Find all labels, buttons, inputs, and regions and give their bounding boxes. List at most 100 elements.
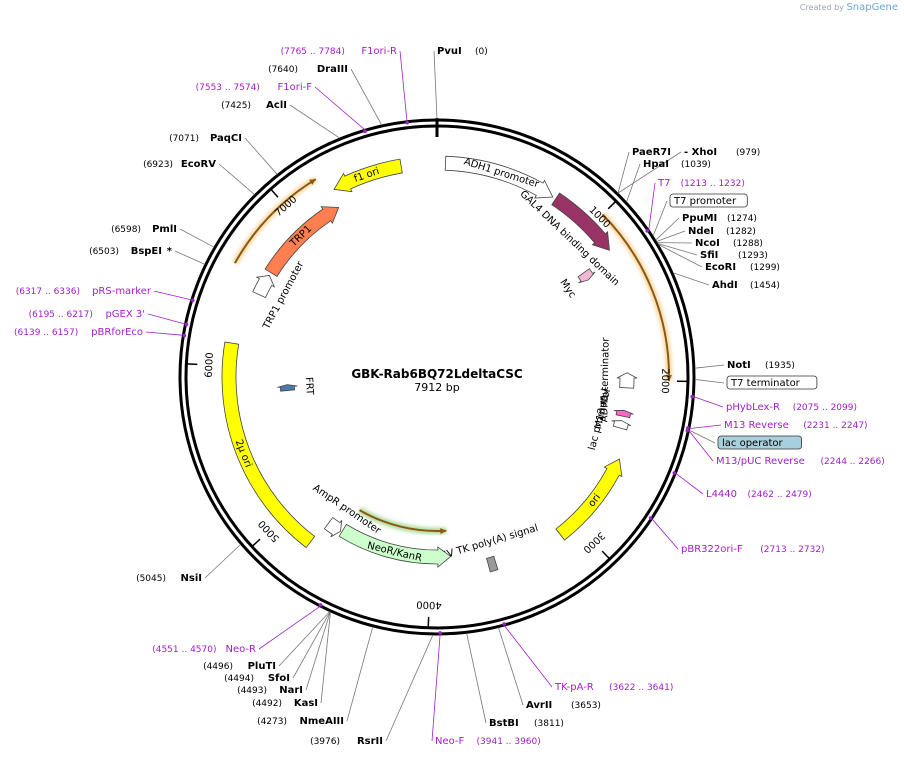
site-draiii[interactable]: DraIII (7640) [268, 64, 383, 126]
xhoi-name: - XhoI [684, 147, 717, 158]
site-xhoi[interactable]: - XhoI(979) [617, 147, 760, 194]
ahdi-name: AhdI [712, 280, 738, 291]
noti-name: NotI [727, 360, 751, 371]
sfii-name: SfiI [700, 250, 718, 261]
prs-marker-coord: (6317 .. 6336) [16, 287, 80, 297]
site-ecori[interactable]: EcoRI(1299) [658, 244, 780, 273]
site-phyblex-r[interactable]: pHybLex-R(2075 .. 2099) [690, 394, 857, 413]
ecorv-coord: (6923) [143, 160, 173, 170]
site-paer7i[interactable]: PaeR7I [617, 147, 671, 194]
acli-coord: (7425) [221, 101, 251, 111]
site-bspei[interactable]: *BspEI(6503) [89, 246, 206, 265]
t7-name: T7 [657, 178, 670, 189]
site-ppumi[interactable]: PpuMI (1274) [655, 213, 757, 241]
site-paqci[interactable]: PaqCI (7071) [169, 133, 278, 175]
adh1-terminator-label: ADH1 terminator [599, 337, 611, 423]
site-nsii[interactable]: NsiI(5045) [136, 544, 241, 584]
frt-feature[interactable]: FRT [277, 377, 315, 397]
hpai-coord: (1039) [681, 160, 711, 170]
site-ahdi[interactable]: AhdI(1454) [672, 272, 780, 291]
site-m13-reverse[interactable]: M13 Reverse(2231 .. 2247) [686, 420, 868, 431]
site-tk-pa-r[interactable]: TK-pA-R(3622 .. 3641) [502, 622, 673, 693]
ori-feature[interactable]: ori [555, 458, 623, 541]
ncoi-coord: (1288) [733, 239, 763, 249]
site-t7-promoter[interactable]: T7 promoter [652, 193, 748, 237]
m13-puc-reverse-name: M13/pUC Reverse [716, 456, 805, 467]
site-m13-puc-reverse[interactable]: M13/pUC Reverse (2244 .. 2266) [685, 428, 885, 467]
site-neo-r[interactable]: Neo-R(4551 .. 4570) [152, 603, 323, 655]
hpai-name: HpaI [643, 159, 669, 170]
t7-coord: (1213 .. 1232) [681, 179, 745, 189]
nsii-name: NsiI [181, 573, 202, 584]
site-f1ori-f[interactable]: F1ori-F(7553 .. 7574) [196, 82, 367, 134]
neo-f-name: Neo-F [435, 736, 465, 747]
paqci-name: PaqCI [210, 133, 242, 144]
pvui-coord: (0) [475, 47, 488, 57]
pgex-3-coord: (6195 .. 6217) [29, 310, 93, 320]
avrii-coord: (3653) [571, 701, 601, 711]
kasi-coord: (4492) [252, 699, 282, 709]
site-neo-f[interactable]: Neo-F(3941 .. 3960) [431, 631, 541, 747]
pbrforeco-name: pBRforEco [91, 327, 143, 338]
site-noti[interactable]: NotI (1935) [694, 360, 795, 371]
gal4-dna-binding-domain-feature[interactable]: GAL4 DNA binding domain [517, 189, 621, 289]
m13-puc-reverse-coord: (2244 .. 2266) [821, 457, 885, 467]
pvui-name: PvuI [437, 46, 462, 57]
ecori-coord: (1299) [750, 263, 780, 273]
site-hpai[interactable]: HpaI (1039) [626, 159, 711, 203]
site-pluti[interactable]: PluTI(4496) [203, 611, 331, 672]
prs-marker-name: pRS-marker [92, 286, 152, 297]
site-pvui[interactable]: PvuI (0) [433, 46, 488, 120]
l4440-coord: (2462 .. 2479) [748, 490, 812, 500]
site-annotations: PvuI (0) PaeR7I- XhoI(979)HpaI (1039) T7 (121… [14, 46, 885, 747]
trp1-feature[interactable]: TRP1 [264, 206, 340, 278]
tick-label: 4000 [416, 598, 442, 610]
site-prs-marker[interactable]: pRS-marker (6317 .. 6336) [16, 286, 195, 303]
site-acli[interactable]: AclI(7425) [221, 100, 340, 139]
site-rsrii[interactable]: RsrII(3976) [310, 634, 434, 747]
tick-label: 6000 [204, 352, 216, 378]
hsv-tk-polya-signal-feature[interactable]: HSV TK poly(A) signal [433, 523, 540, 573]
f1-ori-feature[interactable]: f1 ori [333, 158, 403, 193]
ppumi-name: PpuMI [682, 213, 717, 224]
pluti-name: PluTI [248, 661, 276, 672]
site-pmli[interactable]: PmlI(6598) [111, 224, 215, 248]
m13-reverse-name: M13 Reverse [724, 420, 789, 431]
phyblex-r-name: pHybLex-R [726, 402, 780, 413]
snapgene-logo-text: SnapGene [846, 2, 898, 13]
site-ecorv[interactable]: EcoRV(6923) [143, 159, 255, 195]
site-t7[interactable]: T7 (1213 .. 1232) [645, 178, 745, 233]
f1ori-r-name: F1ori-R [361, 46, 397, 57]
site-nmeaiii[interactable]: NmeAIII(4273) [257, 626, 374, 727]
ppumi-coord: (1274) [727, 214, 757, 224]
orf-gal4-orange [600, 211, 673, 382]
2u-ori-feature[interactable]: 2μ ori [221, 341, 316, 549]
site-ncoi[interactable]: NcoI(1288) [657, 238, 763, 249]
adh1-terminator-feature[interactable]: ADH1 terminator [599, 337, 638, 423]
site-pbr322ori-f[interactable]: pBR322ori-F(2713 .. 2732) [648, 516, 825, 555]
myc-feature[interactable]: Myc [557, 268, 596, 301]
site-sfii[interactable]: SfiI(1293) [657, 243, 768, 261]
site-sfoi[interactable]: SfoI(4494) [224, 611, 331, 684]
adh1-promoter-feature[interactable]: ADH1 promoter [444, 155, 554, 199]
draiii-coord: (7640) [268, 65, 298, 75]
site-bstbi[interactable]: BstBI(3811) [466, 633, 564, 729]
noti-coord: (1935) [765, 361, 795, 371]
paqci-coord: (7071) [169, 134, 199, 144]
site-l4440[interactable]: L4440(2462 .. 2479) [672, 471, 812, 500]
site-nari[interactable]: NarI(4493) [237, 611, 331, 696]
site-avrii[interactable]: AvrII(3653) [498, 627, 601, 711]
site-pbrforeco[interactable]: pBRforEco(6139 .. 6157) [14, 327, 187, 338]
site-kasi[interactable]: KasI (4492) [252, 611, 331, 709]
tk-pa-r-name: TK-pA-R [554, 682, 594, 693]
orf-arcs [231, 176, 673, 535]
nmeaiii-coord: (4273) [257, 717, 287, 727]
draiii-name: DraIII [317, 64, 348, 75]
site-lac-operator[interactable]: lac operator [689, 429, 802, 450]
site-pgex-3[interactable]: pGEX 3'(6195 .. 6217) [29, 309, 189, 327]
kasi-name: KasI [294, 698, 318, 709]
site-ndei[interactable]: NdeI(1282) [656, 226, 756, 242]
site-f1ori-r[interactable]: F1ori-R(7765 .. 7784) [281, 46, 409, 125]
site-t7-terminator[interactable]: T7 terminator [694, 375, 818, 390]
